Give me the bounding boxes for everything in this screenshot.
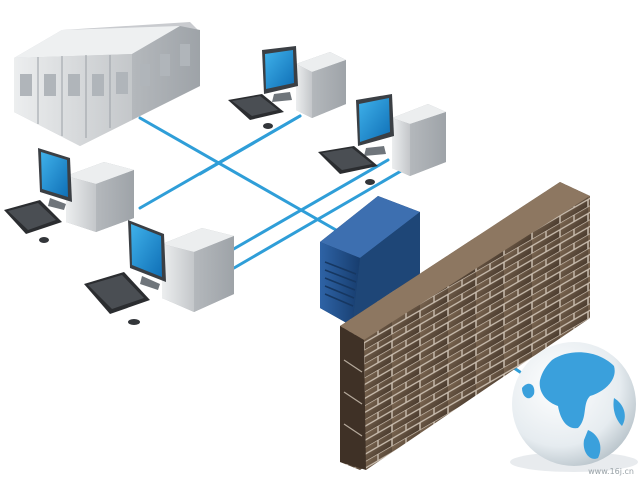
workstation-icon xyxy=(228,46,346,129)
globe-icon xyxy=(510,342,638,472)
workstation-icon xyxy=(318,94,446,185)
server-rack-icon xyxy=(14,22,200,146)
workstation-icon xyxy=(84,220,234,325)
brick-firewall-icon xyxy=(340,182,590,470)
workstation-icon xyxy=(4,148,134,243)
watermark-text: www.16j.cn xyxy=(588,467,634,476)
